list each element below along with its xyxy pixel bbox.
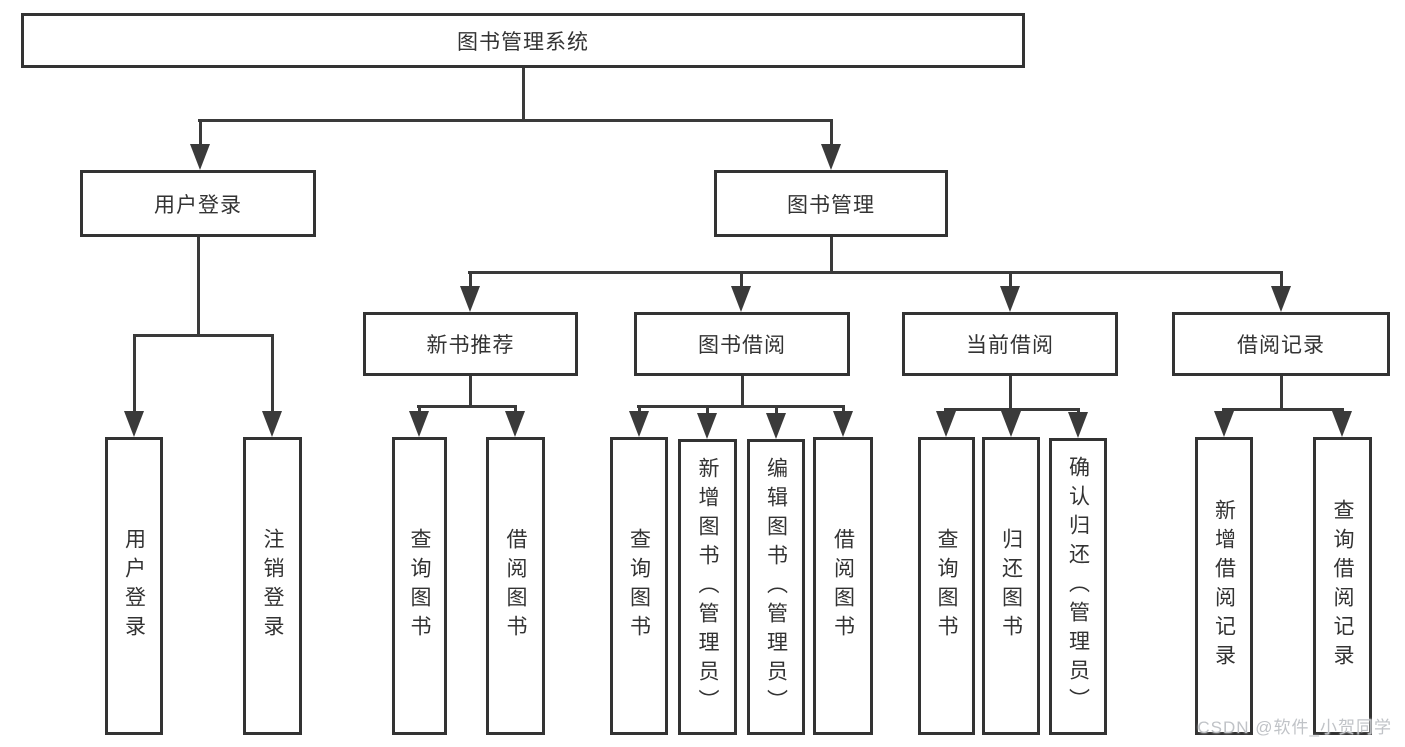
connector-line bbox=[417, 404, 517, 408]
node-current-borrowing: 当前借阅 bbox=[902, 312, 1118, 376]
node-label: 借阅图书 bbox=[831, 528, 855, 644]
connector-line bbox=[1279, 376, 1283, 411]
connector-line bbox=[521, 68, 525, 122]
node-label: 图书管理 bbox=[787, 193, 875, 217]
node-label: 图书借阅 bbox=[698, 334, 786, 357]
node-library-management-system: 图书管理系统 bbox=[21, 13, 1025, 68]
connector-line bbox=[739, 272, 743, 288]
node-label: 查询借阅记录 bbox=[1331, 499, 1354, 673]
connector-line bbox=[132, 335, 136, 413]
node-new-book-recommendation: 新书推荐 bbox=[363, 312, 578, 376]
node-current-search-books: 查询图书 bbox=[918, 437, 975, 735]
node-label: 新增图书（管理员） bbox=[696, 456, 719, 718]
connector-line bbox=[1008, 376, 1012, 411]
node-label: 用户登录 bbox=[122, 528, 146, 644]
node-label: 确认归还（管理员） bbox=[1066, 456, 1090, 717]
node-label: 编辑图书（管理员） bbox=[764, 456, 788, 718]
connector-line bbox=[133, 333, 274, 337]
connector-line bbox=[841, 406, 845, 413]
node-label: 查询图书 bbox=[627, 528, 651, 644]
connector-line bbox=[468, 376, 472, 408]
connector-line bbox=[705, 406, 709, 413]
arrowhead-down-icon bbox=[936, 411, 956, 437]
node-label: 借阅图书 bbox=[504, 528, 527, 644]
node-borrowing-add-books-admin: 新增图书（管理员） bbox=[678, 439, 737, 735]
connector-line bbox=[198, 118, 833, 122]
node-borrowing-borrow-books: 借阅图书 bbox=[813, 437, 873, 735]
arrowhead-down-icon bbox=[697, 413, 717, 439]
arrowhead-down-icon bbox=[833, 411, 853, 437]
arrowhead-down-icon bbox=[1068, 412, 1088, 438]
node-recommend-borrow-books: 借阅图书 bbox=[486, 437, 545, 735]
node-label: 查询图书 bbox=[935, 528, 958, 644]
connector-line bbox=[740, 376, 744, 408]
arrowhead-down-icon bbox=[629, 411, 649, 437]
node-records-search-record: 查询借阅记录 bbox=[1313, 437, 1372, 735]
node-label: 新增借阅记录 bbox=[1212, 499, 1236, 673]
connector-line bbox=[774, 406, 778, 413]
connector-line bbox=[1279, 272, 1283, 288]
node-label: 归还图书 bbox=[999, 528, 1023, 644]
connector-line bbox=[196, 237, 200, 337]
arrowhead-down-icon bbox=[460, 286, 480, 312]
arrowhead-down-icon bbox=[409, 411, 429, 437]
arrowhead-down-icon bbox=[731, 286, 751, 312]
node-current-return-books: 归还图书 bbox=[982, 437, 1040, 735]
arrowhead-down-icon bbox=[1001, 411, 1021, 437]
node-book-borrowing: 图书借阅 bbox=[634, 312, 850, 376]
node-records-add-record: 新增借阅记录 bbox=[1195, 437, 1253, 735]
node-logout: 注销登录 bbox=[243, 437, 302, 735]
connector-line bbox=[637, 404, 845, 408]
connector-line bbox=[829, 120, 833, 146]
arrowhead-down-icon bbox=[1000, 286, 1020, 312]
node-book-management: 图书管理 bbox=[714, 170, 948, 237]
node-borrowing-records: 借阅记录 bbox=[1172, 312, 1390, 376]
connector-line bbox=[198, 120, 202, 146]
connector-line bbox=[1076, 409, 1080, 413]
connector-line bbox=[1008, 272, 1012, 288]
node-login: 用户登录 bbox=[105, 437, 163, 735]
arrowhead-down-icon bbox=[505, 411, 525, 437]
node-borrowing-search-books: 查询图书 bbox=[610, 437, 668, 735]
csdn-watermark: CSDN @软件_小贺同学 bbox=[1197, 718, 1392, 737]
connector-line bbox=[468, 270, 1283, 274]
connector-line bbox=[468, 272, 472, 288]
node-label: 查询图书 bbox=[408, 528, 431, 644]
node-label: 当前借阅 bbox=[966, 334, 1054, 357]
connector-line bbox=[513, 406, 517, 413]
connector-line bbox=[417, 406, 421, 413]
node-borrowing-edit-books-admin: 编辑图书（管理员） bbox=[747, 439, 805, 735]
node-label: 用户登录 bbox=[154, 193, 242, 217]
arrowhead-down-icon bbox=[766, 413, 786, 439]
arrowhead-down-icon bbox=[124, 411, 144, 437]
node-label: 新书推荐 bbox=[426, 334, 515, 357]
connector-line bbox=[829, 237, 833, 274]
node-recommend-search-books: 查询图书 bbox=[392, 437, 447, 735]
arrowhead-down-icon bbox=[190, 144, 210, 170]
arrowhead-down-icon bbox=[1332, 411, 1352, 437]
connector-line bbox=[270, 335, 274, 413]
node-label: 图书管理系统 bbox=[457, 30, 589, 54]
arrowhead-down-icon bbox=[262, 411, 282, 437]
arrowhead-down-icon bbox=[1214, 411, 1234, 437]
arrowhead-down-icon bbox=[1271, 286, 1291, 312]
node-user-login: 用户登录 bbox=[80, 170, 316, 237]
node-label: 注销登录 bbox=[261, 528, 284, 644]
connector-line bbox=[637, 406, 641, 413]
node-label: 借阅记录 bbox=[1237, 334, 1325, 357]
connector-line bbox=[1222, 407, 1344, 411]
arrowhead-down-icon bbox=[821, 144, 841, 170]
node-current-confirm-return-admin: 确认归还（管理员） bbox=[1049, 438, 1107, 735]
